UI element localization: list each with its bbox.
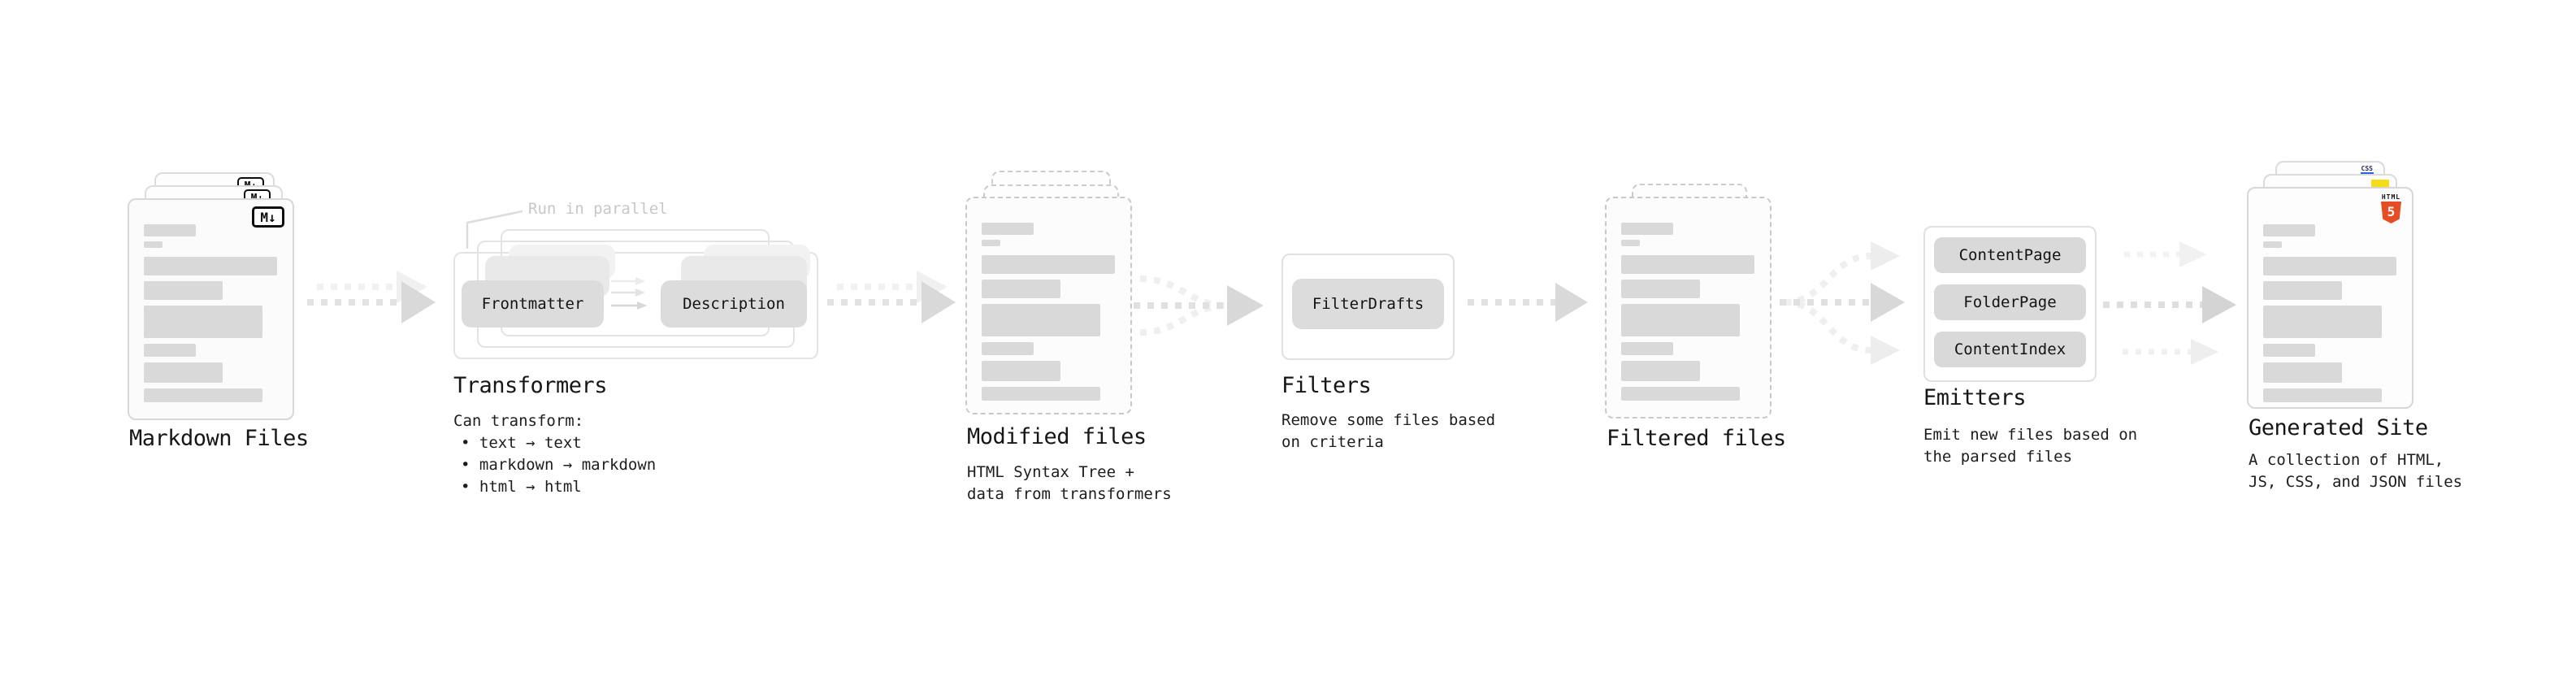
- arrow-markdown-to-transformers: [307, 271, 436, 323]
- emitters-subtitle-line: the parsed files: [1923, 448, 2073, 466]
- html-file-card: HTML 5: [2247, 187, 2413, 409]
- skeleton-bar: [2263, 224, 2315, 236]
- callout-line: [466, 210, 523, 249]
- modified-files-subtitle-line: HTML Syntax Tree +: [967, 463, 1134, 481]
- skeleton-bar: [982, 342, 1034, 355]
- section-title-markdown-files: Markdown Files: [129, 426, 309, 451]
- arrow-emitter-middle: [2103, 286, 2236, 323]
- skeleton-bar: [2263, 344, 2315, 357]
- skeleton-bar: [2263, 257, 2396, 275]
- section-title-filtered-files: Filtered files: [1607, 426, 1786, 451]
- skeleton-bar: [1621, 223, 1673, 235]
- transformer-description-pill: Description: [661, 280, 807, 327]
- markdown-file-card: M↓: [128, 198, 294, 420]
- file-content-skeleton: [2249, 189, 2412, 402]
- filters-subtitle-line: Remove some files based: [1281, 411, 1496, 429]
- section-title-emitters: Emitters: [1923, 385, 2027, 410]
- html5-icon-shield: 5: [2381, 202, 2401, 223]
- skeleton-bar: [1621, 342, 1673, 355]
- section-title-transformers: Transformers: [453, 373, 608, 398]
- file-content-skeleton: [1607, 198, 1770, 401]
- skeleton-bar: [144, 344, 196, 357]
- section-title-generated-site: Generated Site: [2249, 415, 2428, 440]
- file-content-skeleton: [967, 198, 1130, 401]
- arrow-filtered-to-emitters-split: [1780, 241, 1905, 365]
- skeleton-bar: [2263, 388, 2382, 402]
- skeleton-bar: [982, 223, 1034, 235]
- skeleton-bar: [982, 304, 1100, 336]
- skeleton-bar: [144, 257, 277, 275]
- skeleton-bar: [1621, 361, 1700, 381]
- filter-drafts-pill: FilterDrafts: [1292, 279, 1444, 329]
- transformer-frontmatter-pill: Frontmatter: [462, 280, 604, 327]
- generated-site-subtitle-line: A collection of HTML,: [2249, 451, 2444, 469]
- skeleton-bar: [2263, 362, 2342, 383]
- generated-site-subtitle-line: JS, CSS, and JSON files: [2249, 473, 2463, 491]
- modified-file-card: [965, 197, 1132, 414]
- html5-icon-word: HTML: [2381, 193, 2401, 201]
- markdown-files-stack: M↓ M↓ M↓: [128, 172, 306, 424]
- section-title-modified-files: Modified files: [967, 424, 1147, 449]
- emitter-contentpage-pill: ContentPage: [1934, 237, 2086, 273]
- skeleton-bar: [144, 362, 223, 383]
- skeleton-bar: [144, 306, 262, 338]
- skeleton-bar: [2263, 281, 2342, 300]
- skeleton-bar: [144, 388, 262, 402]
- arrow-filters-to-filtered: [1468, 283, 1588, 322]
- arrow-emitter-top: [2124, 241, 2207, 267]
- arrow-emitter-bottom: [2123, 339, 2218, 365]
- transformer-box-front: [453, 252, 818, 359]
- skeleton-bar: [1621, 240, 1640, 246]
- section-title-filters: Filters: [1281, 373, 1372, 398]
- arrows-frontmatter-to-description: [611, 277, 647, 310]
- emitters-subtitle-line: Emit new files based on: [1923, 426, 2138, 444]
- file-content-skeleton: [129, 200, 293, 402]
- skeleton-bar: [982, 280, 1060, 298]
- skeleton-bar: [1621, 255, 1754, 274]
- transform-note: • html → html: [461, 478, 582, 496]
- skeleton-bar: [982, 240, 1000, 246]
- filters-subtitle-line: on criteria: [1281, 433, 1384, 451]
- skeleton-bar: [1621, 387, 1740, 401]
- skeleton-bar: [982, 361, 1060, 381]
- callout-run-in-parallel: Run in parallel: [528, 200, 668, 218]
- transform-note: • markdown → markdown: [461, 456, 657, 474]
- emitter-folderpage-pill: FolderPage: [1934, 284, 2086, 320]
- transformers-note-heading: Can transform:: [453, 412, 584, 430]
- css-icon: CSS: [2360, 165, 2374, 175]
- modified-files-subtitle-line: data from transformers: [967, 485, 1172, 503]
- skeleton-bar: [1621, 304, 1740, 336]
- html5-icon: HTML 5: [2381, 193, 2401, 223]
- skeleton-bar: [144, 281, 223, 300]
- markdown-icon: M↓: [252, 206, 284, 228]
- skeleton-bar: [144, 224, 196, 236]
- emitter-contentindex-pill: ContentIndex: [1934, 332, 2086, 367]
- modified-files-stack: [965, 171, 1136, 419]
- skeleton-bar: [144, 241, 163, 248]
- transform-note: • text → text: [461, 434, 582, 452]
- skeleton-bar: [982, 387, 1100, 401]
- arrow-transformers-to-modified: [827, 271, 956, 323]
- skeleton-bar: [2263, 306, 2382, 338]
- skeleton-bar: [1621, 280, 1700, 298]
- generated-site-stack: CSS HTML 5: [2247, 161, 2418, 413]
- skeleton-bar: [2263, 241, 2282, 248]
- filtered-file-card: [1605, 197, 1772, 419]
- arrow-modified-to-filters-merge: [1134, 275, 1264, 336]
- skeleton-bar: [982, 255, 1115, 274]
- filtered-files-stack: [1605, 184, 1776, 423]
